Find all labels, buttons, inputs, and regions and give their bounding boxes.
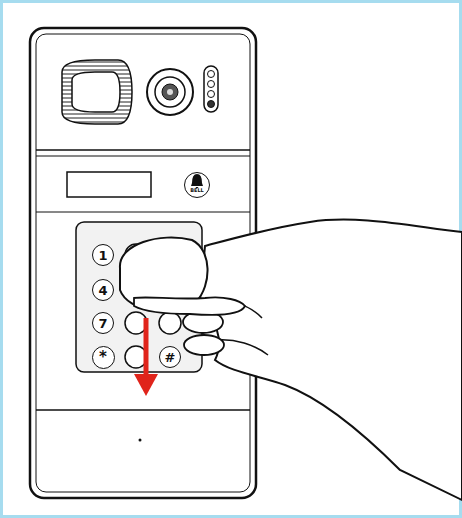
keypad-key: 4 (92, 279, 114, 301)
bell-icon (191, 174, 203, 188)
bell-button: BELL (184, 172, 210, 198)
led-strip (204, 66, 218, 112)
keypad-key: 1 (92, 244, 114, 266)
camera (147, 69, 193, 115)
thumb (134, 297, 245, 315)
button-label: BELL (190, 188, 204, 193)
key-digit: # (165, 351, 176, 364)
keypad-key: 7 (92, 312, 114, 334)
wipe-direction-arrow (144, 318, 149, 378)
keypad-key: # (159, 346, 181, 368)
keypad-key: * (92, 346, 115, 369)
finger (184, 335, 224, 355)
key-digit: 7 (98, 317, 107, 330)
name-plate (67, 172, 151, 197)
key-digit: 4 (98, 284, 107, 297)
hand (200, 220, 462, 500)
key-digit: * (99, 350, 107, 365)
key-digit: 1 (98, 249, 107, 262)
speaker-grille (62, 60, 132, 124)
